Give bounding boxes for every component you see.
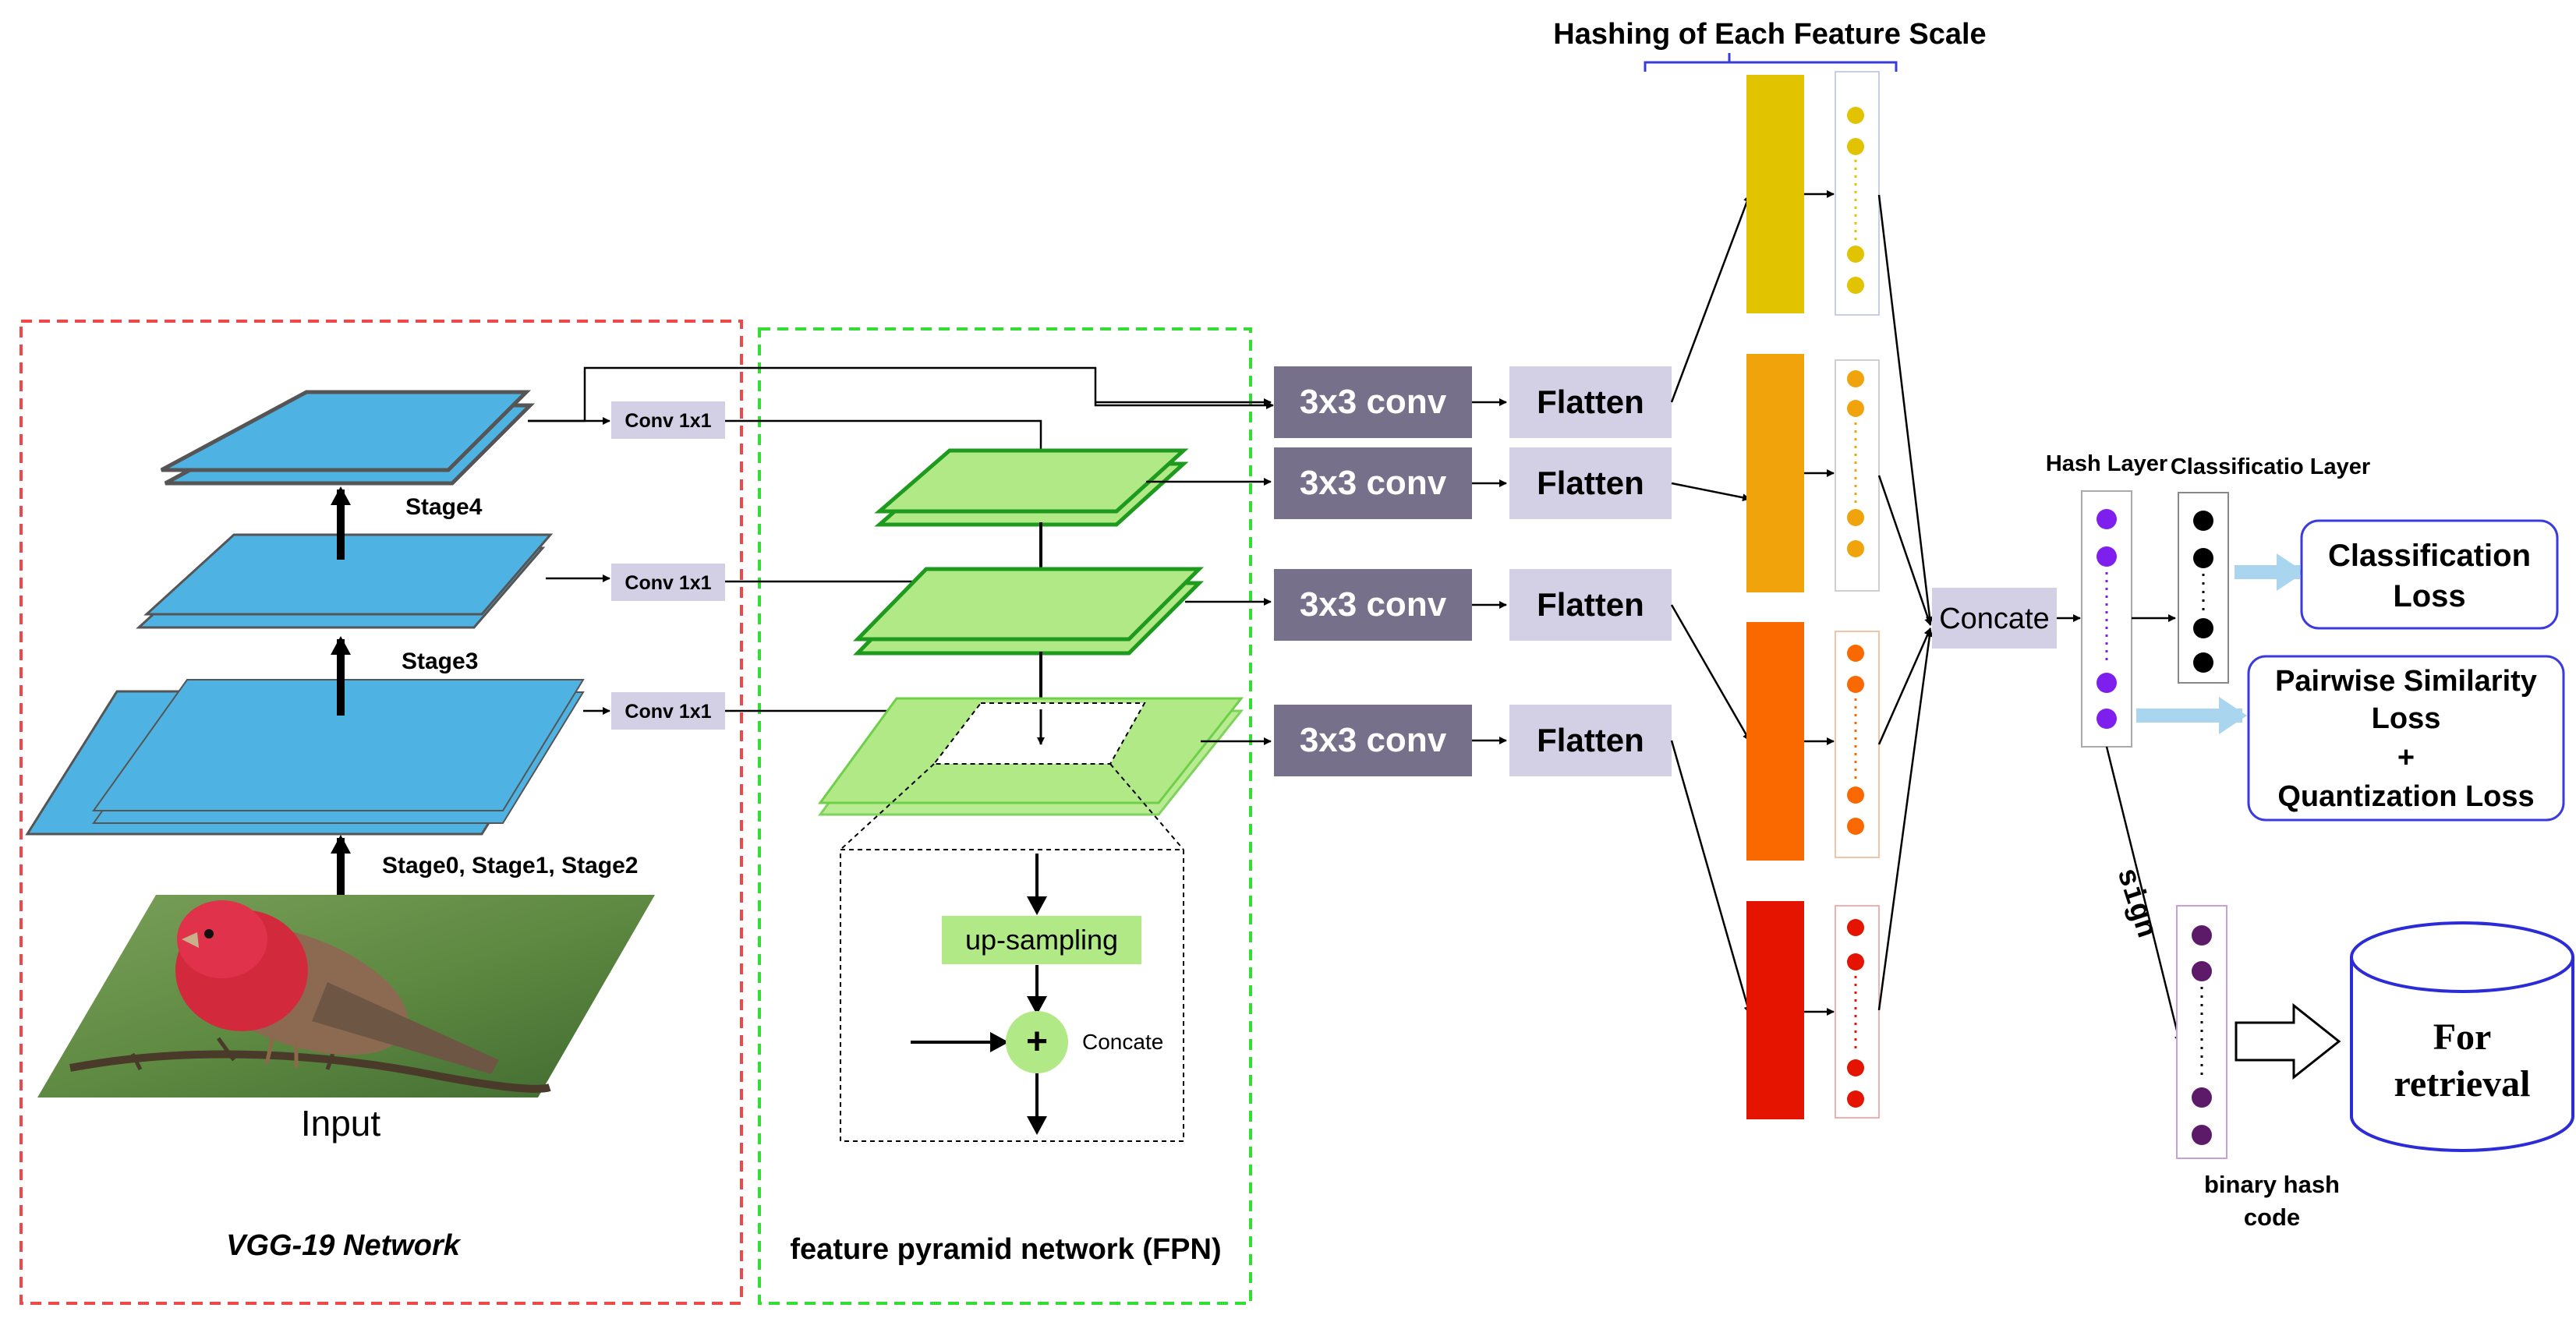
concat-label: Concate [1939,603,2050,635]
conv3x3-box-3 [1274,569,1472,641]
flatten-to-scale-2 [1671,482,1750,502]
stage4-label: Stage4 [405,494,483,520]
stage3-label: Stage3 [402,649,478,674]
plus-node [1006,1011,1068,1073]
fpn-network-label: feature pyramid network (FPN) [790,1233,1221,1266]
upsampling-label: up-sampling [965,924,1118,956]
flatten-box-3 [1509,569,1672,641]
hash-layer-nodes [2097,509,2117,729]
conv3x3-row-1: 3x3 conv Flatten [1274,366,1672,438]
retrieval-line1: For [2433,1016,2492,1058]
conv3x3-label-4: 3x3 conv [1300,721,1447,759]
zoom-guide-left [840,763,935,850]
flatten-box-2 [1509,447,1672,519]
fpn-concate-label: Concate [1082,1030,1163,1054]
pairwise-loss-line2: Loss [2372,702,2441,735]
classification-loss-box [2300,519,2559,630]
conv1x1-label-stage4: Conv 1x1 [625,410,711,432]
sign-arrow [2105,746,2182,1044]
conv3x3-row-4: 3x3 conv Flatten [1274,705,1672,776]
retrieval-line2: retrieval [2394,1063,2530,1105]
vgg-stage3-layer [136,533,554,629]
conv1x1-box-stage012 [611,692,725,730]
pairwise-loss-line3: + [2397,741,2415,774]
conv1x1-box-stage3 [611,564,725,601]
conv3x3-box-2 [1274,447,1472,519]
flatten-to-scale-1 [1670,194,1751,403]
scale-bar-1 [1746,75,1804,313]
fpn-bottom-layer [818,697,1244,816]
vec4-to-concat [1877,629,1934,1011]
classification-layer-box [2178,492,2229,684]
flatten-to-scale-3 [1670,604,1751,741]
conv3x3-label-3: 3x3 conv [1300,585,1447,624]
flatten-box-1 [1509,366,1672,438]
concat-box [1932,588,2057,649]
conv3x3-label-1: 3x3 conv [1300,383,1447,421]
fpn-region-box [758,327,1252,1305]
upsampling-box [942,916,1141,964]
hashing-bracket [1644,53,1898,72]
scale-4 [1746,901,1880,1119]
fpn-top-layer [874,448,1189,527]
flatten-box-4 [1509,705,1672,776]
flatten-to-scale-4 [1670,740,1752,1014]
vec2-to-concat [1877,475,1932,626]
scale-bar-3 [1746,622,1804,861]
flatten-label-4: Flatten [1537,722,1644,758]
scale-3 [1746,622,1880,861]
hash-layer-label: Hash Layer [2046,451,2167,476]
scale-2 [1746,354,1880,592]
stage012-label: Stage0, Stage1, Stage2 [382,853,638,878]
pairwise-loss-line1: Pairwise Similarity [2275,665,2537,698]
plus-sign: + [1026,1021,1048,1062]
binary-label-line1: binary hash [2204,1171,2340,1198]
pairwise-loss-line4: Quantization Loss [2277,780,2534,813]
conv1x1-label-stage3: Conv 1x1 [625,572,711,594]
scale-bar-2 [1746,354,1804,592]
classification-layer-nodes [2193,511,2213,673]
conv3x3-label-2: 3x3 conv [1300,464,1447,502]
sign-label: sign [2109,864,2163,942]
retrieval-database [2350,921,2574,1152]
flatten-label-2: Flatten [1537,465,1644,501]
conv3x3-box-1 [1274,366,1472,438]
conv3x3-row-3: 3x3 conv Flatten [1274,569,1672,641]
input-bird-image [37,895,655,1098]
vgg-network-label: VGG-19 Network [226,1229,462,1262]
vec3-to-concat [1877,627,1932,745]
conv3x3-box-4 [1274,705,1472,776]
vgg-stage0-2-layer-front [92,679,585,824]
scale-vector-4 [1835,905,1880,1119]
vgg-stage4-layer [160,390,536,486]
conv1x1-box-stage4 [611,401,725,439]
conv1x1-label-stage012: Conv 1x1 [625,701,711,723]
stage4-to-conv3x3-1 [1095,368,1271,402]
input-label: Input [301,1103,381,1143]
binary-code-nodes [2192,925,2212,1145]
classification-loss-line1: Classification [2328,539,2531,573]
fpn-mid-layer [853,567,1205,656]
scale-1 [1746,71,1880,316]
retrieval-arrow [2235,1002,2341,1080]
flatten-label-3: Flatten [1537,586,1644,623]
vgg-region-box [19,320,743,1305]
classification-loss-line2: Loss [2393,579,2465,613]
scale-bar-4 [1746,901,1804,1119]
classification-layer-label: Classificatio Layer [2171,454,2370,479]
conv3x3-row-2: 3x3 conv Flatten [1274,447,1672,519]
fpn-detail-box [840,849,1184,1142]
flatten-label-1: Flatten [1537,384,1644,420]
binary-label-line2: code [2244,1204,2300,1231]
hashing-title: Hashing of Each Feature Scale [1553,18,1986,51]
pairwise-loss-box [2247,655,2565,822]
zoom-guide-right [1109,763,1184,850]
vec1-to-concat [1877,194,1934,624]
